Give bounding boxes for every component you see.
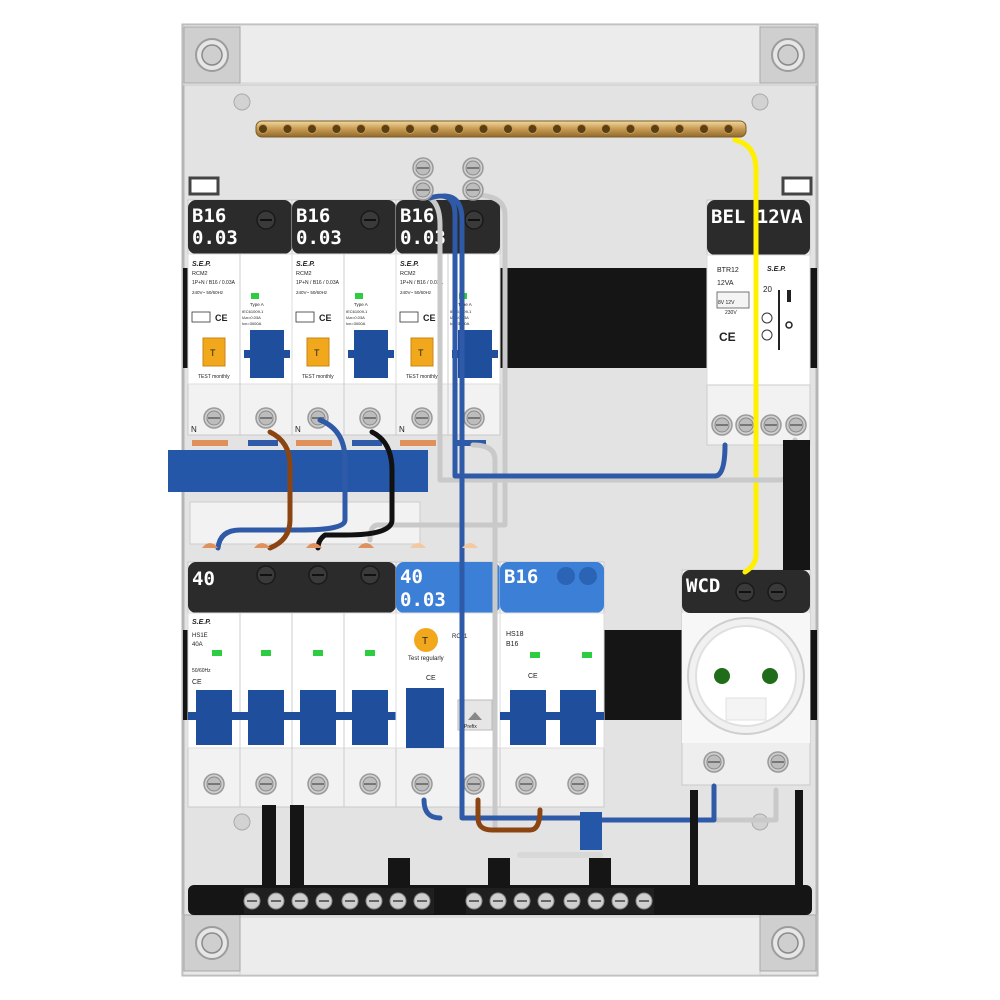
phase-comb-busbar — [168, 450, 428, 492]
rcbo-test-text: TEST monthly — [198, 374, 230, 380]
rcbo-ratings: 240V~ 50/60Hz — [192, 290, 224, 295]
brand-logo: S.E.P. — [192, 261, 211, 268]
rcbo-idn: IΔn=0.03A — [242, 315, 261, 320]
main-switch-freq: 50/60Hz — [192, 668, 211, 674]
rcbo-toggle[interactable] — [348, 330, 394, 378]
rcbo-label-line1: B16 — [400, 205, 434, 227]
rcbo-label-line1: B16 — [192, 205, 226, 227]
transformer-side-text: 20 — [763, 285, 772, 294]
rcbo-ratings: 240V~ 50/60Hz — [296, 290, 328, 295]
rcd-label-line2: 0.03 — [400, 589, 446, 611]
socket-label: WCD — [686, 575, 720, 597]
ce-mark-icon: CE — [319, 313, 332, 323]
rcbo-icn: Icn=3000A — [346, 321, 366, 326]
mcb-label: B16 — [504, 566, 538, 588]
transformer-secondary: 8V 12V — [718, 300, 735, 306]
main-switch: 40 S.E.P. HS1E 40A 50/60Hz CE — [187, 561, 397, 808]
rcbo-iec: IEC61009-1 — [242, 309, 264, 314]
ce-mark-icon: CE — [719, 330, 736, 344]
main-switch-rating: 40A — [192, 642, 203, 648]
rcbo-test-text: TEST monthly — [302, 374, 334, 380]
main-switch-model: HS1E — [192, 633, 208, 639]
rcd-prefix: Prefix — [464, 724, 477, 730]
svg-text:T: T — [314, 348, 320, 358]
rcd-test-button[interactable]: T — [414, 628, 438, 652]
main-switch-label: 40 — [192, 568, 215, 590]
rcbo-test-button[interactable]: T — [202, 337, 226, 367]
rcbo-label-line2: 0.03 — [400, 227, 446, 249]
rcbo-model: RCM2 — [296, 271, 312, 277]
ce-mark-icon: CE — [423, 313, 436, 323]
rcbo-spec: 1P+N / B16 / 0.03A — [296, 280, 340, 286]
rcd-module: 40 0.03 RC21 T Test regularly CE Prefix — [395, 561, 501, 808]
corner-bolt-icon — [183, 26, 241, 84]
brand-logo: S.E.P. — [296, 261, 315, 268]
corner-bolt-icon — [759, 26, 817, 84]
rcbo-test-text: TEST monthly — [406, 374, 438, 380]
rcbo-ratings: 240V~ 50/60Hz — [400, 290, 432, 295]
neutral-mark: N — [191, 425, 197, 434]
rcbo-idn: IΔn=0.03A — [346, 315, 365, 320]
brand-logo: S.E.P. — [192, 619, 211, 626]
mcb-toggle[interactable] — [500, 690, 604, 745]
rcbo-type: Type A — [458, 302, 472, 307]
mcb-rating: B16 — [506, 641, 519, 648]
terminal-screws — [243, 892, 653, 910]
svg-text:T: T — [210, 348, 216, 358]
rcbo-icn: Icn=3000A — [242, 321, 262, 326]
rcbo-spec: 1P+N / B16 / 0.03A — [192, 280, 236, 286]
corner-bolt-icon — [759, 914, 817, 972]
din-socket-module: WCD — [681, 569, 811, 786]
mcb-model: HS18 — [506, 631, 524, 638]
rcbo-spec: 1P+N / B16 / 0.03A — [400, 280, 444, 286]
brand-logo: S.E.P. — [767, 266, 786, 273]
mcb-module: B16 HS18 B16 CE — [499, 561, 605, 808]
main-switch-toggle[interactable] — [188, 690, 396, 745]
ce-mark-icon: CE — [215, 313, 228, 323]
rcbo-label-line2: 0.03 — [192, 227, 238, 249]
earth-busbar — [255, 120, 747, 138]
rcd-toggle[interactable] — [406, 688, 444, 748]
earth-busbar-screws — [258, 124, 734, 134]
neutral-mark: N — [295, 425, 301, 434]
ce-mark-icon: CE — [528, 673, 538, 680]
rcbo-toggle[interactable] — [452, 330, 498, 378]
rcbo-model: RCM2 — [400, 271, 416, 277]
rcd-label-line1: 40 — [400, 566, 423, 588]
transformer-model: BTR12 — [717, 267, 739, 274]
socket-outlet-icon[interactable] — [695, 625, 797, 727]
ce-mark-icon: CE — [192, 679, 202, 686]
rcbo-label-line1: B16 — [296, 205, 330, 227]
brand-logo: S.E.P. — [400, 261, 419, 268]
rcbo-label-line2: 0.03 — [296, 227, 342, 249]
transformer-rating: 12VA — [717, 280, 734, 287]
rcbo-toggle[interactable] — [244, 330, 290, 378]
svg-text:T: T — [422, 636, 428, 647]
transformer-primary: 230V — [725, 310, 737, 316]
rcd-test-text: Test regularly — [408, 656, 444, 662]
rcbo-type: Type A — [250, 302, 264, 307]
rcbo-test-button[interactable]: T — [410, 337, 434, 367]
wiring — [215, 137, 798, 858]
corner-bolt-icon — [183, 914, 241, 972]
rcbo-test-button[interactable]: T — [306, 337, 330, 367]
svg-text:T: T — [418, 348, 424, 358]
rcbo-iec: IEC61009-1 — [346, 309, 368, 314]
neutral-mark: N — [399, 425, 405, 434]
rcbo-type: Type A — [354, 302, 368, 307]
rcbo-model: RCM2 — [192, 271, 208, 277]
ce-mark-icon: CE — [426, 675, 436, 682]
